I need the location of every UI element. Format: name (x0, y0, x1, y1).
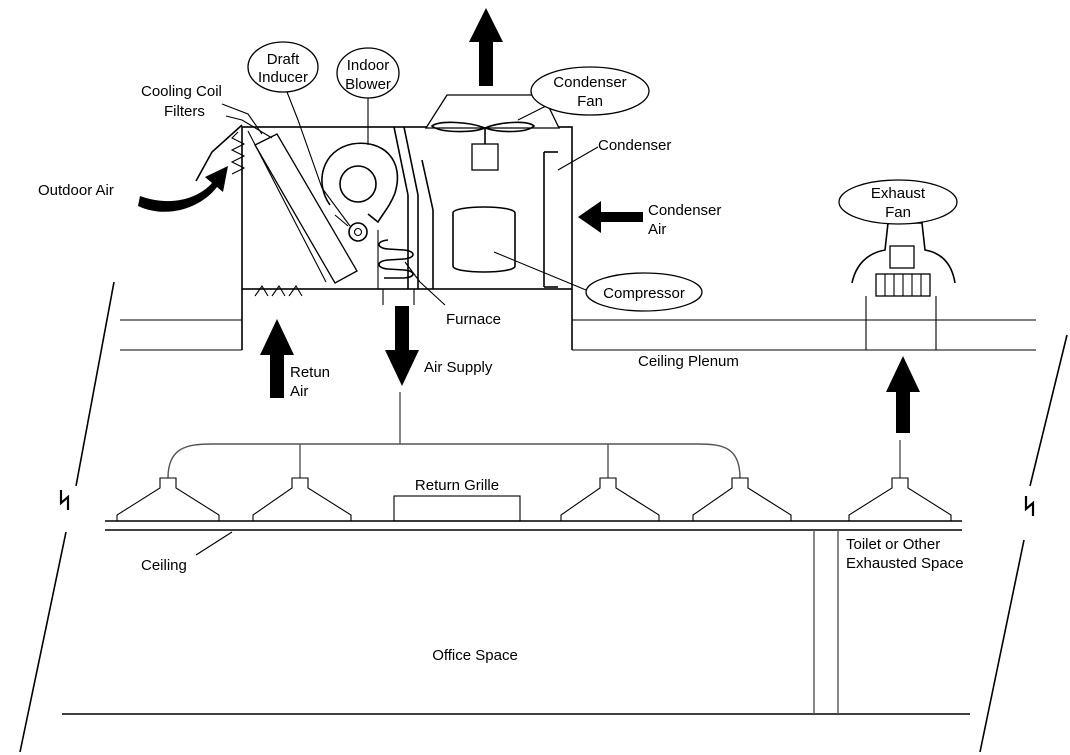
leader-draft-inducer (286, 91, 351, 227)
compressor-bubble (585, 272, 703, 312)
label-ceiling-plenum: Ceiling Plenum (638, 353, 739, 370)
label-return-air-line1: Retun (290, 364, 330, 381)
filter-coil-assembly (247, 130, 358, 284)
label-condenser: Condenser (598, 137, 671, 154)
label-filters: Filters (164, 103, 205, 120)
draft-inducer-bubble (247, 41, 319, 93)
return-grille-box (393, 495, 521, 522)
condenser-air-arrow-icon (578, 201, 643, 233)
label-indoor-blower-line2: Blower (345, 76, 391, 93)
left-edge-lower (19, 531, 67, 753)
leader-ceiling (195, 531, 233, 556)
return-air-arrow-icon (260, 319, 294, 398)
outdoor-air-louver (195, 124, 246, 182)
supply-diffuser-1-icon (116, 477, 220, 522)
label-indoor-blower-line1: Indoor (347, 57, 390, 74)
left-break-symbol (59, 490, 70, 510)
leader-furnace (404, 261, 446, 306)
supply-main-duct (167, 443, 741, 479)
ceiling-diffusers (116, 477, 952, 522)
leader-condenser (557, 146, 599, 171)
label-toilet-line2: Exhausted Space (846, 555, 964, 572)
blower-wheel-icon (339, 165, 377, 203)
condenser-coil (543, 151, 558, 288)
supply-diffuser-3-icon (560, 477, 660, 522)
exhaust-up-arrow-icon (469, 8, 503, 86)
exhaust-fan-bubble (838, 179, 958, 225)
inducer-flue (334, 214, 349, 227)
condenser-fan-bubble (530, 66, 650, 116)
partition-diagonal-3 (421, 159, 434, 211)
indoor-blower (321, 142, 399, 224)
label-furnace: Furnace (446, 311, 501, 328)
label-air-supply: Air Supply (424, 359, 493, 376)
right-break-symbol (1024, 496, 1035, 516)
unit-housing (241, 126, 573, 290)
louver-hood (195, 124, 243, 182)
exhaust-fan (851, 222, 956, 350)
partition-diagonal-1 (393, 126, 409, 196)
label-exhaust-fan-line2: Fan (885, 204, 911, 221)
left-edge-upper (75, 281, 115, 487)
label-bubbles (247, 41, 958, 312)
label-ceiling: Ceiling (141, 557, 187, 574)
exhaust-fan-motor (889, 245, 915, 269)
partition-diagonal-2 (403, 126, 419, 196)
leader-filters (225, 115, 273, 139)
louver-zigzag-icon (230, 131, 246, 175)
leader-lines (195, 91, 599, 556)
blower-housing (321, 142, 399, 224)
exhaust-grille-icon (848, 477, 952, 522)
label-condenser-fan-line2: Fan (577, 93, 603, 110)
building-structure (19, 281, 1068, 753)
label-return-grille: Return Grille (415, 477, 499, 494)
filter-media (247, 130, 327, 283)
fan-blade-left-icon (430, 121, 488, 133)
supply-diffuser-2-icon (252, 477, 352, 522)
outdoor-air-arrow-icon (138, 166, 228, 212)
exhaust-fan-arrow-icon (886, 356, 920, 433)
label-condenser-air-line2: Air (648, 221, 666, 238)
label-condenser-air-line1: Condenser (648, 202, 721, 219)
labels: Cooling Coil Filters Draft Inducer Indoo… (38, 51, 964, 664)
right-edge-lower (979, 539, 1025, 753)
furnace-heat-exchanger-icon (378, 239, 414, 279)
inducer-hub-icon (353, 227, 363, 237)
leader-cooling-coil (221, 103, 263, 135)
label-compressor: Compressor (603, 285, 685, 302)
label-return-air-line2: Air (290, 383, 308, 400)
condenser-fan (424, 94, 561, 171)
indoor-blower-bubble (336, 47, 400, 99)
leader-compressor (493, 251, 587, 291)
air-flow-arrows (138, 8, 920, 433)
label-draft-inducer-line2: Inducer (258, 69, 308, 86)
label-exhaust-fan-line1: Exhaust (871, 185, 926, 202)
fan-shroud (424, 94, 561, 129)
supply-diffuser-4-icon (692, 477, 792, 522)
draft-inducer (334, 214, 368, 242)
cooling-coil (254, 133, 358, 284)
label-cooling-coil: Cooling Coil (141, 83, 222, 100)
label-toilet-line1: Toilet or Other (846, 536, 940, 553)
label-draft-inducer-line1: Draft (267, 51, 300, 68)
right-edge-upper (1029, 334, 1068, 487)
inducer-fan-icon (348, 222, 368, 242)
rooftop-unit (241, 126, 573, 350)
label-outdoor-air: Outdoor Air (38, 182, 114, 199)
supply-ductwork (167, 392, 901, 479)
fan-motor (471, 143, 499, 171)
label-condenser-fan-line1: Condenser (553, 74, 626, 91)
label-office-space: Office Space (432, 647, 518, 664)
compressor-shell (452, 206, 516, 273)
return-damper-icon (254, 284, 303, 297)
supply-air-arrow-icon (385, 306, 419, 386)
fan-blade-right-icon (482, 121, 536, 133)
